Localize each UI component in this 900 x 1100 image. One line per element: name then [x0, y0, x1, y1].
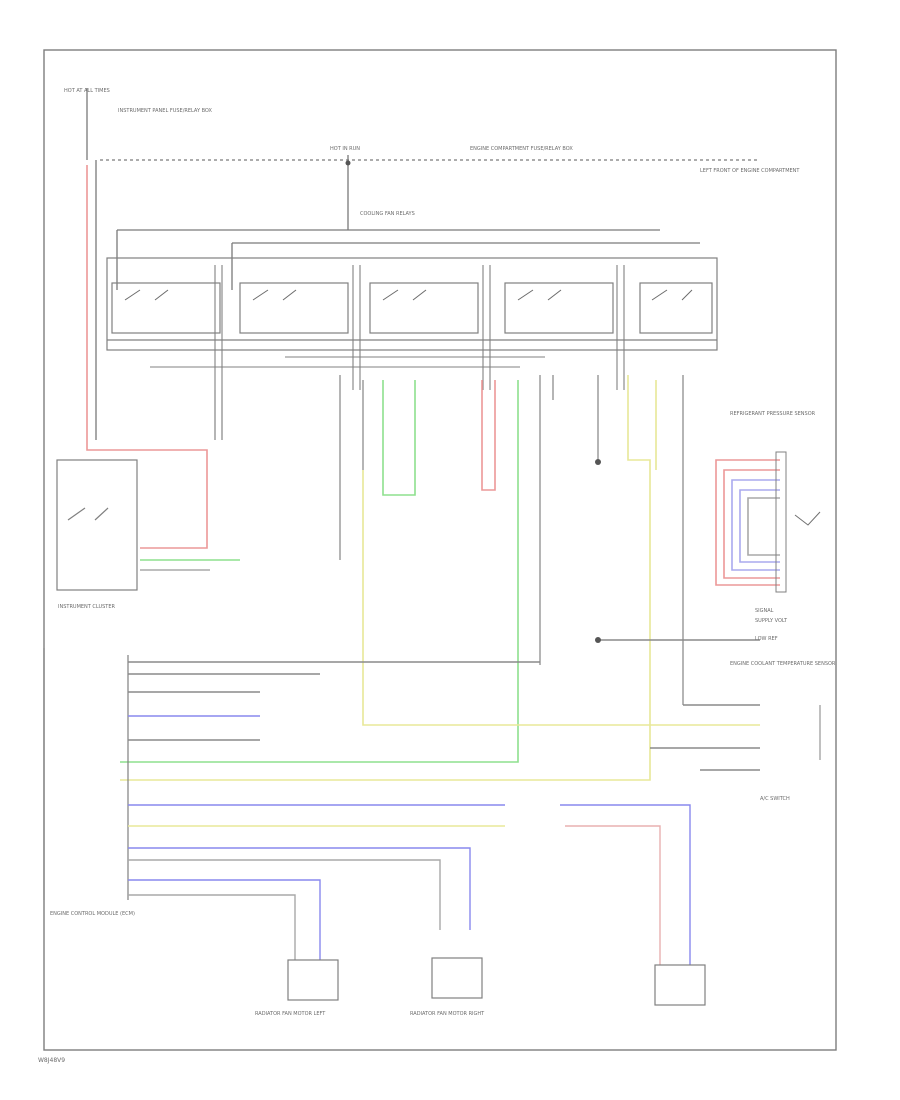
sensor-connector	[775, 451, 787, 593]
fuse-node	[345, 160, 351, 166]
connector-pins	[214, 375, 684, 705]
ecm-wires	[128, 639, 760, 965]
cluster-output-wires	[140, 559, 240, 571]
label-ecm: ENGINE CONTROL MODULE (ECM)	[50, 911, 135, 917]
label-fan-motor-right: RADIATOR FAN MOTOR RIGHT	[410, 1011, 485, 1017]
relay-switches	[124, 289, 693, 301]
green-wire	[120, 380, 519, 763]
footer-code: W8J48V9	[38, 1057, 65, 1064]
ground-node	[595, 459, 601, 465]
yellow-wire	[120, 375, 760, 781]
label-supply-volt: SUPPLY VOLT	[755, 618, 788, 624]
label-hot-at-all-times: HOT AT ALL TIMES	[64, 88, 110, 94]
label-refrigerant-sensor: REFRIGERANT PRESSURE SENSOR	[730, 411, 816, 417]
ground-node-2	[595, 637, 601, 643]
sensor-wires	[715, 459, 780, 586]
label-engine-relay-box: ENGINE COMPARTMENT FUSE/RELAY BOX	[470, 146, 573, 152]
label-left-engine-compartment: LEFT FRONT OF ENGINE COMPARTMENT	[700, 168, 800, 174]
power-feed	[86, 88, 760, 440]
red-wire	[86, 165, 208, 549]
instrument-cluster	[56, 459, 138, 591]
sensor-symbol	[794, 511, 821, 526]
label-hot-in-run: HOT IN RUN	[330, 146, 360, 152]
label-low-ref: LOW REF	[755, 636, 778, 642]
label-coolant-sensor: ENGINE COOLANT TEMPERATURE SENSOR	[730, 661, 836, 667]
label-ac-switch: A/C SWITCH	[760, 796, 790, 802]
label-fan-motor-left: RADIATOR FAN MOTOR LEFT	[255, 1011, 326, 1017]
relay-internal	[214, 265, 625, 390]
relay-box	[106, 257, 718, 351]
label-instrument-cluster: INSTRUMENT CLUSTER	[58, 604, 116, 610]
label-fuse-relay-box: INSTRUMENT PANEL FUSE/RELAY BOX	[118, 108, 213, 114]
label-cooling-fan-relays: COOLING FAN RELAYS	[360, 211, 415, 217]
label-signal: SIGNAL	[755, 608, 774, 614]
fan-motors	[287, 957, 706, 1006]
ecm-block	[43, 648, 129, 900]
red-loop	[481, 380, 496, 491]
diagram-border	[43, 49, 837, 1051]
